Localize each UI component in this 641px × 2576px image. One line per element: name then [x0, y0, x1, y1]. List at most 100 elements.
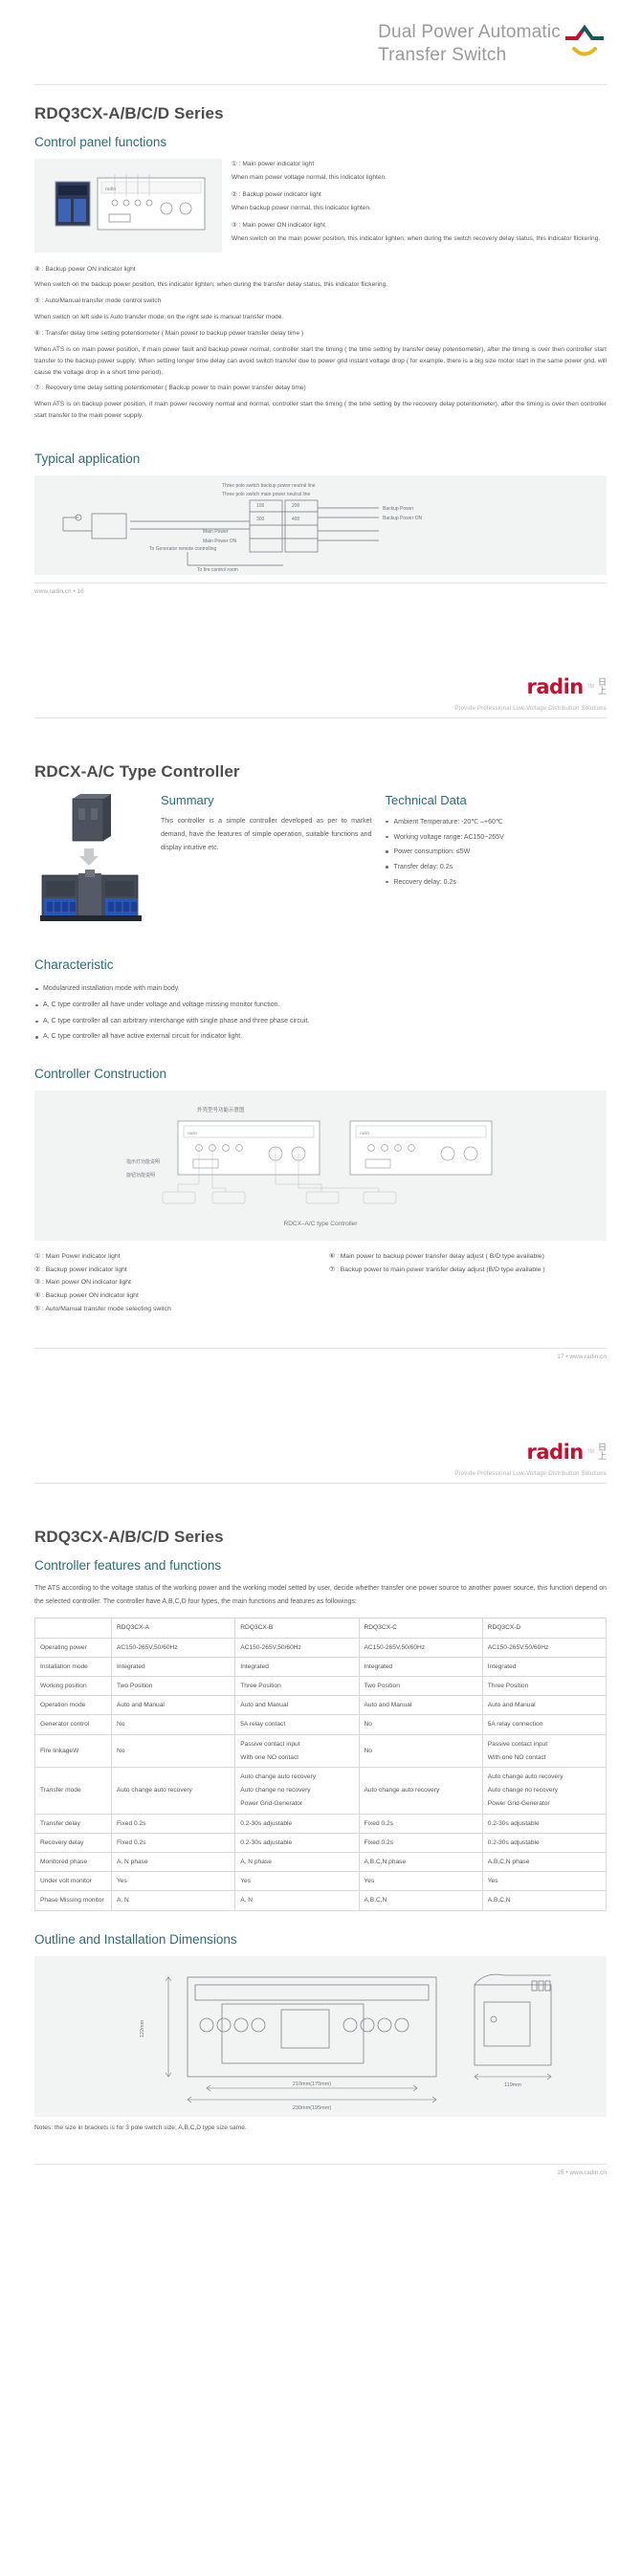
controller-comparison-table: RDQ3CX-A RDQ3CX-B RDQ3CX-C RDQ3CX-D Oper…: [34, 1618, 608, 1911]
table-cell: No: [110, 1733, 236, 1769]
table-cell: A,B,C,N: [481, 1890, 608, 1911]
table-cell-line: Integrated: [364, 1662, 393, 1670]
svg-text:外壳型号功能示意图: 外壳型号功能示意图: [197, 1106, 245, 1113]
table-cell-line: Three Position: [487, 1683, 529, 1689]
table-cell-line: Three Position: [240, 1683, 281, 1689]
section-title-dimensions: Outline and Installation Dimensions: [34, 1931, 237, 1947]
table-cell-line: 0.2-30s adjustable: [487, 1838, 540, 1846]
table-cell-line: No: [364, 1721, 372, 1728]
svg-text:Three pole switch main power n: Three pole switch main power neutral lin…: [222, 492, 310, 497]
table-cell-line: 0.2-30s adjustable: [240, 1819, 293, 1827]
table-row-label: Working position: [34, 1675, 112, 1697]
table-cell-line: With one NO contact: [487, 1753, 546, 1761]
cp-para-1: When switch on the backup power position…: [34, 281, 388, 289]
construction-caption: RDCX–A/C type Controller: [283, 1221, 358, 1228]
table-cell: Yes: [481, 1871, 608, 1892]
construction-legend-right: ⑥ : Main power to backup power transfer …: [329, 1250, 607, 1315]
control-panel-figure: radin: [34, 158, 222, 253]
table-cell: 0.2-30s adjustable: [234, 1832, 360, 1854]
svg-text:指示灯功能说明: 指示灯功能说明: [126, 1158, 160, 1165]
brand-divider-2: [34, 1483, 607, 1485]
table-cell-line: Power Grid-Generator: [487, 1800, 550, 1808]
dimensions-notes: Notes: the size in brackets is for 3 pol…: [34, 2124, 247, 2131]
masthead-title: Dual Power Automatic Transfer Switch: [378, 21, 561, 67]
table-cell-line: Auto and Manual: [487, 1702, 536, 1709]
characteristic-list: Modularized installation mode with main …: [34, 981, 607, 1046]
table-cell: 0.2-30s adjustable: [234, 1813, 360, 1834]
table-cell-line: AC150-265V,50/60Hz: [364, 1643, 426, 1651]
legend-item-2-num: ②: [232, 190, 237, 198]
section-title-characteristic: Characteristic: [34, 957, 114, 972]
table-cell: Auto and Manual: [234, 1695, 360, 1716]
table-cell-line: Fixed 0.2s: [364, 1819, 393, 1827]
masthead-title-line1: Dual Power Automatic: [378, 22, 561, 42]
construction-legend-item: ④ : Backup power ON indicator light: [34, 1291, 139, 1299]
table-cell: Auto and Manual: [110, 1695, 236, 1716]
legend-item-3-num: ③: [232, 221, 237, 229]
table-cell: A, N phase: [234, 1852, 360, 1873]
page-footer-2: 17 • www.radin.cn: [34, 1348, 607, 1360]
construction-legend-item: ⑥ : Main power to backup power transfer …: [329, 1253, 544, 1261]
table-header-cell: RDQ3CX-D: [481, 1618, 608, 1639]
table-cell-line: Auto change no recovery: [487, 1787, 559, 1794]
legend-item-1-desc: When main power voltage normal, this ind…: [232, 174, 387, 182]
characteristic-item: A, C type controller all can arbitrary i…: [34, 1014, 607, 1030]
table-header-cell: RDQ3CX-A: [110, 1618, 236, 1639]
table-cell: Auto change auto recovery: [110, 1767, 236, 1815]
table-cell: A, N: [110, 1890, 236, 1911]
construction-legend-left: ① : Main Power indicator light ② : Backu…: [34, 1250, 312, 1315]
control-panel-description: ④ : Backup power ON indicator light When…: [0, 264, 641, 422]
section-title-features: Controller features and functions: [34, 1558, 222, 1574]
table-cell-line: Fixed 0.2s: [117, 1838, 146, 1846]
brand-logo-word: radin: [526, 1441, 585, 1464]
table-cell-line: A, N: [240, 1897, 254, 1904]
table-row-label: Recovery delay: [34, 1832, 112, 1854]
table-cell: A,B,C,N phase: [481, 1852, 608, 1873]
svg-text:400: 400: [292, 517, 300, 522]
table-row-label: Operating power: [34, 1637, 112, 1658]
brand-cn-line2: 上: [597, 1451, 607, 1462]
cp-para-2: ⑤ : Auto/Manual transfer mode control sw…: [34, 297, 162, 305]
legend-item-3-label: Main power ON indicator light: [242, 221, 325, 229]
cp-para-7: When ATS is on backup power position, if…: [34, 401, 607, 420]
table-cell: Three Position: [481, 1675, 608, 1697]
table-cell: No: [358, 1733, 483, 1769]
svg-text:旋钮功能说明: 旋钮功能说明: [126, 1172, 155, 1178]
legend-item-1-num: ①: [232, 160, 237, 167]
brand-trademark-icon: TM: [586, 683, 594, 690]
features-intro: The ATS according to the voltage status …: [34, 1585, 607, 1605]
table-cell: Yes: [234, 1871, 360, 1892]
table-row-label: Operation mode: [34, 1695, 112, 1716]
legend-item-3-title: ③ : Main power ON indicator light: [232, 221, 325, 229]
characteristic-item: A, C type controller all have active ext…: [34, 1029, 607, 1046]
legend-item-2-title: ② : Backup power indicator light: [232, 190, 321, 198]
table-row-label: Under volt monitor: [34, 1871, 112, 1892]
table-cell: Fixed 0.2s: [358, 1813, 483, 1834]
summary-title: Summary: [161, 792, 214, 807]
page2-title: RDCX-A/C Type Controller: [34, 761, 240, 781]
summary-text: This controller is a simple controller d…: [161, 817, 372, 851]
page3-title: RDQ3CX-A/B/C/D Series: [34, 1528, 224, 1547]
table-cell-line: Yes: [117, 1878, 127, 1885]
control-panel-legend: ① : Main power indicator light When main…: [232, 159, 607, 251]
svg-text:To Generator remote controllin: To Generator remote controlling: [149, 546, 217, 552]
brand-trademark-icon: TM: [586, 1449, 594, 1456]
legend-item-1-label: Main power indicator light: [242, 160, 315, 167]
technical-data-column: Technical Data Ambient Temperature: -20℃…: [385, 793, 607, 891]
table-cell: 5A relay connection: [481, 1714, 608, 1735]
page-control-panel: Dual Power Automatic Transfer Switch RDQ…: [0, 0, 641, 718]
control-panel-block: radin ① : Main power indicator light Whe…: [0, 158, 641, 253]
table-cell-line: Auto change auto recovery: [364, 1787, 440, 1794]
brand-cn-line1: 日: [597, 1442, 607, 1452]
brand-tagline-1: Provide Professional Low-Voltage Distrib…: [454, 705, 607, 712]
brand-logo-cn: 日 上: [597, 1442, 607, 1462]
table-cell: AC150-265V,50/60Hz: [110, 1637, 236, 1658]
controller-product-image: [34, 793, 147, 936]
table-cell: Yes: [358, 1871, 483, 1892]
table-cell: Three Position: [234, 1675, 360, 1697]
